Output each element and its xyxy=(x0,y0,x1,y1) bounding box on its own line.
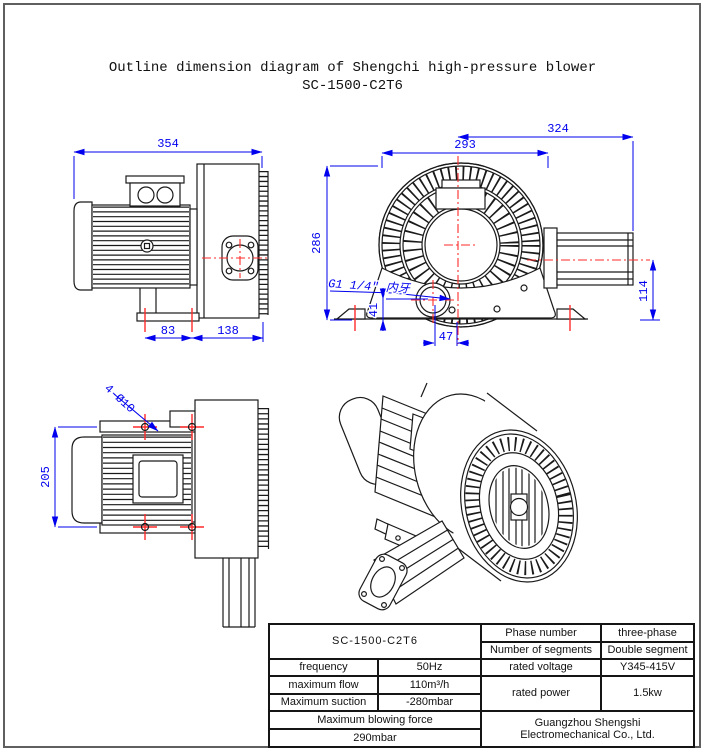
table-row: Maximum blowing force Guangzhou Shengshi… xyxy=(267,710,696,748)
title-line-1: Outline dimension diagram of Shengchi hi… xyxy=(108,60,597,76)
blowing-label-cell: Maximum blowing force xyxy=(267,710,483,730)
table-row: SC-1500-C2T6 Phase number three-phase xyxy=(267,623,696,660)
thread-label: G1 1/4" 内牙 xyxy=(328,276,412,297)
voltage-value-cell: Y345-415V xyxy=(600,658,696,677)
table-row: 290mbar xyxy=(267,728,694,748)
dim-outlet-center-height: 114 xyxy=(637,280,651,302)
power-value-cell: 1.5kw xyxy=(600,675,696,712)
title-line-2: SC-1500-C2T6 xyxy=(302,78,403,94)
company-line-1: Guangzhou Shengshi xyxy=(534,716,641,729)
dim-mounting-length: 205 xyxy=(39,466,53,488)
top-view-drawing: 205 4-Ø10 xyxy=(39,382,270,628)
flow-value-cell: 110m³/h xyxy=(376,675,483,695)
phase-value-cell: three-phase xyxy=(600,623,696,643)
dim-center-to-outlet: 324 xyxy=(547,122,569,136)
dim-foot-spacing: 83 xyxy=(161,324,175,338)
mounting-holes-label: 4-Ø10 xyxy=(101,382,137,417)
side-view-drawing: 354 83 138 xyxy=(73,137,270,342)
dim-housing-diameter: 293 xyxy=(454,138,476,152)
phase-label-cell: Phase number xyxy=(480,623,603,643)
blowing-value-cell: 290mbar xyxy=(267,728,483,748)
dim-overall-height: 286 xyxy=(310,232,324,254)
flow-label-cell: maximum flow xyxy=(268,675,379,695)
front-view-drawing: 324 293 286 114 41 47 xyxy=(310,122,660,347)
table-row: Number of segments Double segment xyxy=(269,641,696,660)
suction-value-cell: -280mbar xyxy=(376,693,483,712)
dim-port-center-height: 41 xyxy=(367,303,381,317)
page-title: Outline dimension diagram of Shengchi hi… xyxy=(0,59,705,95)
frequency-label-cell: frequency xyxy=(268,658,379,677)
company-cell: Guangzhou Shengshi Electromechanical Co.… xyxy=(480,710,696,748)
segments-label-cell: Number of segments xyxy=(480,641,603,660)
specification-table: SC-1500-C2T6 Phase number three-phase Nu… xyxy=(267,623,696,748)
model-cell: SC-1500-C2T6 xyxy=(267,623,483,660)
table-row: frequency 50Hz rated voltage Y345-415V xyxy=(268,658,696,677)
power-label-cell: rated power xyxy=(480,675,603,712)
company-line-2: Electromechanical Co., Ltd. xyxy=(520,729,655,741)
dim-overall-width: 354 xyxy=(157,137,179,151)
segments-value-cell: Double segment xyxy=(600,641,696,660)
table-row: maximum flow 110m³/h rated power 1.5kw xyxy=(268,675,696,712)
table-row: Maximum suction -280mbar xyxy=(268,693,694,712)
voltage-label-cell: rated voltage xyxy=(480,658,603,677)
isometric-view-drawing xyxy=(338,382,578,611)
dim-foot-to-housing: 138 xyxy=(217,324,239,338)
suction-label-cell: Maximum suction xyxy=(268,693,379,712)
dim-port-offset: 47 xyxy=(439,330,453,344)
frequency-value-cell: 50Hz xyxy=(376,658,483,677)
